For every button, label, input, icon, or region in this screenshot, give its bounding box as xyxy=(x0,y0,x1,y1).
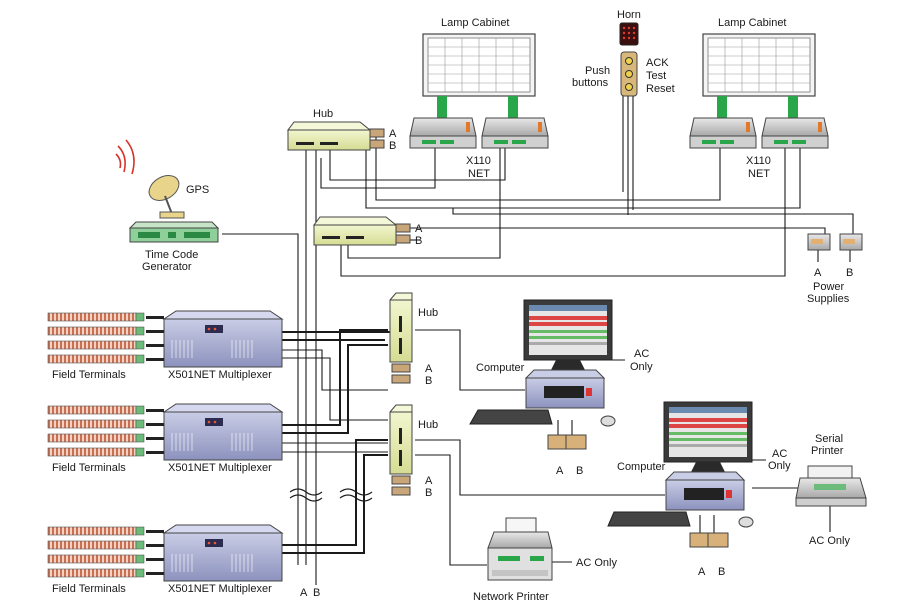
horn-label: Horn xyxy=(617,9,641,21)
computer-2 xyxy=(607,401,754,548)
hub-top-a: A xyxy=(389,128,397,140)
hub-vertical-lower xyxy=(389,404,413,496)
mux-group-3 xyxy=(47,524,284,582)
ac-only-printer: AC Only xyxy=(809,535,850,547)
lamp-cabinet-left xyxy=(422,33,536,118)
x110-right-label-1: X110 xyxy=(746,155,771,167)
lamp-cabinet-left-label: Lamp Cabinet xyxy=(441,17,510,29)
multiplexer-label-3: X501NET Multiplexer xyxy=(168,583,272,595)
field-terminals-label-3: Field Terminals xyxy=(52,583,126,595)
gps-antenna-icon xyxy=(115,139,185,219)
reset-label: Reset xyxy=(646,83,675,95)
hub-top xyxy=(287,121,385,151)
serial-printer-label-2: Printer xyxy=(811,445,844,457)
field-terminals-label-1: Field Terminals xyxy=(52,369,126,381)
hub-v2-b: B xyxy=(425,487,432,499)
time-code-generator xyxy=(128,221,220,243)
computer-2-label: Computer xyxy=(617,461,666,473)
lamp-cabinet-right-label: Lamp Cabinet xyxy=(718,17,787,29)
hub-v1-a: A xyxy=(425,363,433,375)
hub-top-b: B xyxy=(389,140,396,152)
power-label-2: Supplies xyxy=(807,293,850,305)
computer-1-label: Computer xyxy=(476,362,525,374)
horn-icon xyxy=(619,22,639,46)
ack-label: ACK xyxy=(646,57,669,69)
serial-printer-label-1: Serial xyxy=(815,433,843,445)
multiplexer-label-2: X501NET Multiplexer xyxy=(168,462,272,474)
x110-left-label-1: X110 xyxy=(466,155,491,167)
ac-only-1b: Only xyxy=(630,361,653,373)
x110-net-left xyxy=(409,117,549,149)
hub-mid-vertical-label: Hub xyxy=(418,307,438,319)
lamp-cabinet-right xyxy=(702,33,816,118)
hub-mid-b: B xyxy=(415,235,422,247)
ac-only-2b: Only xyxy=(768,460,791,472)
push-buttons-panel xyxy=(620,51,638,97)
hub-low-vertical-label: Hub xyxy=(418,419,438,431)
computer-2-b: B xyxy=(718,566,725,578)
trunk-a: A xyxy=(300,587,308,599)
hub-top-label: Hub xyxy=(313,108,333,120)
computer-1-a: A xyxy=(556,465,564,477)
mux-group-2 xyxy=(47,403,284,461)
multiplexer-label-1: X501NET Multiplexer xyxy=(168,369,272,381)
push-label-1: Push xyxy=(585,65,610,77)
x110-right-label-2: NET xyxy=(748,168,770,180)
power-label-1: Power xyxy=(813,281,845,293)
computer-1 xyxy=(469,299,616,450)
ac-only-network: AC Only xyxy=(576,557,617,569)
computer-1-b: B xyxy=(576,465,583,477)
computer-2-a: A xyxy=(698,566,706,578)
mux-group-1 xyxy=(47,310,284,368)
ps-b: B xyxy=(846,267,853,279)
hub-mid xyxy=(313,216,411,246)
tcg-label-2: Generator xyxy=(142,261,192,273)
serial-printer xyxy=(795,465,867,507)
x110-left-label-2: NET xyxy=(468,168,490,180)
ac-only-2a: AC xyxy=(772,448,787,460)
field-terminals-label-2: Field Terminals xyxy=(52,462,126,474)
tcg-label-1: Time Code xyxy=(145,249,198,261)
network-printer-label: Network Printer xyxy=(473,591,549,603)
ps-a: A xyxy=(814,267,822,279)
hub-vertical-upper xyxy=(389,292,413,384)
gps-label: GPS xyxy=(186,184,209,196)
push-label-2: buttons xyxy=(572,77,609,89)
test-label: Test xyxy=(646,70,666,82)
hub-v1-b: B xyxy=(425,375,432,387)
hub-mid-a: A xyxy=(415,223,423,235)
power-supplies xyxy=(807,233,863,251)
x110-net-right xyxy=(689,117,829,149)
network-printer xyxy=(487,517,553,581)
trunk-b: B xyxy=(313,587,320,599)
ac-only-1a: AC xyxy=(634,348,649,360)
hub-v2-a: A xyxy=(425,475,433,487)
